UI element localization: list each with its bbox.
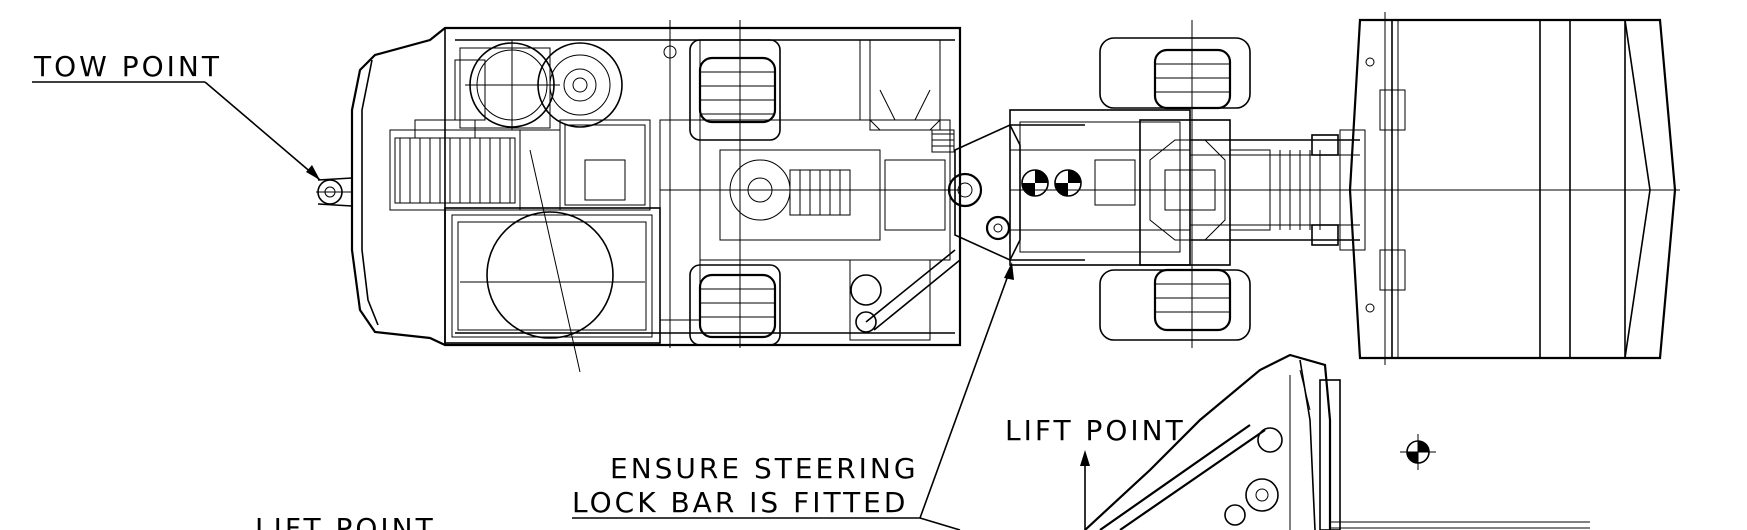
annotation-leaders — [32, 81, 1090, 530]
steering-note-line-2: LOCK BAR IS FITTED — [572, 486, 908, 519]
side-view-boom — [1084, 353, 1590, 530]
front-frame — [1009, 109, 1370, 266]
tow-point-label: TOW POINT — [33, 50, 222, 83]
tow-hitch — [316, 177, 353, 207]
tow-point-leader — [204, 81, 321, 181]
lift-point-label-left: LIFT POINT — [255, 512, 436, 530]
lift-point-label-right: LIFT POINT — [1005, 414, 1186, 447]
loader-bucket — [1348, 12, 1680, 365]
rear-wheels — [689, 20, 781, 348]
steering-note-leader — [919, 269, 1011, 519]
rear-frame — [350, 20, 962, 373]
front-wheels — [1099, 20, 1251, 348]
steering-note-line-1: ENSURE STEERING — [610, 452, 919, 485]
